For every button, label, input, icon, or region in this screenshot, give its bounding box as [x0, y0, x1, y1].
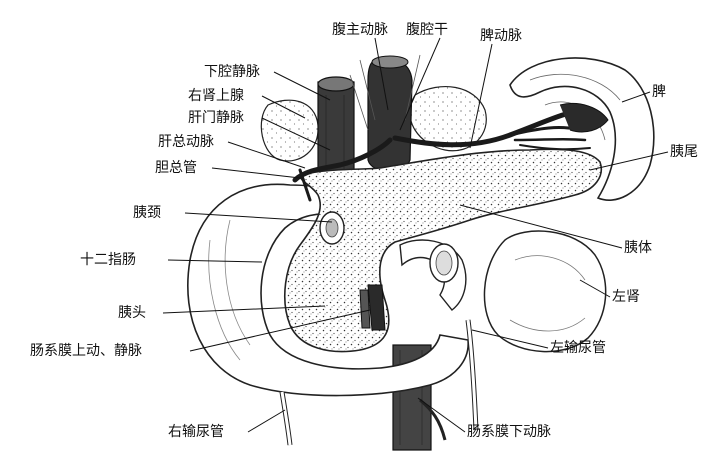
- inferior-mesenteric-artery-shape: [419, 398, 447, 441]
- ureters: [279, 319, 479, 446]
- label-right-ureter: 右输尿管: [168, 424, 224, 440]
- label-spleen: 脾: [652, 84, 666, 100]
- label-common-hepatic-artery: 肝总动脉: [158, 134, 214, 150]
- label-pancreatic-body: 胰体: [624, 240, 652, 256]
- label-hepatic-portal-vein: 肝门静脉: [188, 110, 244, 126]
- label-left-ureter: 左输尿管: [550, 340, 606, 356]
- label-ivc: 下腔静脉: [204, 64, 260, 80]
- label-abdominal-aorta: 腹主动脉: [332, 22, 388, 38]
- superior-mesenteric-vessels-shape: [359, 284, 386, 331]
- label-right-adrenal: 右肾上腺: [188, 88, 244, 104]
- label-common-bile-duct: 胆总管: [155, 160, 197, 176]
- label-inferior-mesenteric-artery: 肠系膜下动脉: [467, 424, 551, 440]
- label-celiac-trunk: 腹腔干: [406, 22, 448, 38]
- label-pancreatic-tail: 胰尾: [670, 144, 698, 160]
- duodenum-shape: [187, 183, 469, 397]
- splenic-hilum-vessels-shape: [559, 103, 609, 133]
- leader-lines: [162, 37, 669, 433]
- label-left-kidney: 左肾: [612, 289, 640, 305]
- label-pancreatic-neck: 胰颈: [133, 205, 161, 221]
- left-kidney-shape: [483, 230, 607, 353]
- label-pancreatic-head: 胰头: [118, 305, 146, 321]
- label-duodenum: 十二指肠: [80, 252, 136, 268]
- label-superior-mesenteric-vessels: 肠系膜上动、静脉: [30, 343, 142, 359]
- label-splenic-artery: 脾动脉: [480, 28, 522, 44]
